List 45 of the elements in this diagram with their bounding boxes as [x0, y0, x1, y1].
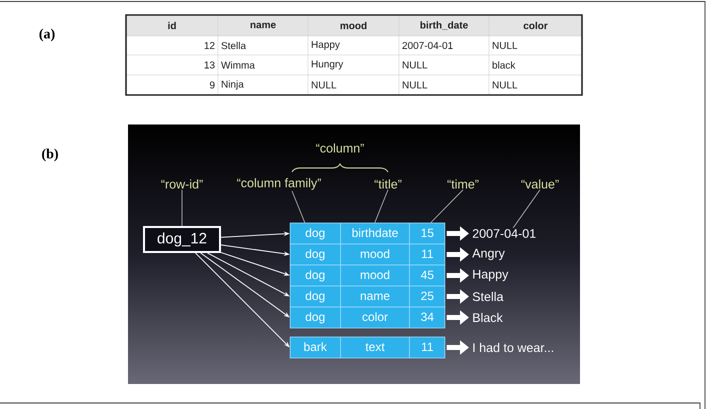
table-cell: 9: [126, 74, 218, 96]
callout-label: “column family”: [237, 178, 321, 190]
column-header: mood: [308, 14, 400, 36]
value-text: Angry: [472, 248, 505, 260]
table-cell: black: [488, 54, 582, 76]
key-box: dog_12: [143, 226, 221, 253]
value-text: I had to wear...: [473, 342, 554, 352]
table-row: dog name 25: [290, 286, 446, 308]
column-header: birth_date: [398, 14, 490, 36]
callout-label: “value”: [521, 179, 559, 189]
column-header: id: [126, 14, 218, 36]
panel-label: (b): [42, 148, 58, 162]
table-cell: Happy: [308, 36, 400, 56]
table-cell: NULL: [398, 74, 490, 96]
table-cell: Stella: [218, 36, 308, 56]
table-cell: Hungry: [308, 54, 400, 76]
table-cell: Wimma: [218, 54, 308, 76]
value-text: Stella: [472, 292, 504, 302]
table-row: dog color 34: [290, 306, 446, 328]
table-cell: 2007-04-01: [398, 36, 490, 56]
value-text: Happy: [473, 270, 508, 282]
column-header: color: [488, 14, 582, 36]
table-row: dog mood 45: [290, 264, 446, 286]
leader-line: [430, 189, 464, 223]
bracket-label: “column”: [316, 143, 364, 153]
table-row: dog birthdate 15: [290, 222, 446, 244]
table-cell: NULL: [398, 54, 490, 76]
column-header: name: [218, 14, 308, 36]
table-cell: NULL: [308, 74, 400, 96]
table-row: bark text 11: [290, 336, 446, 358]
table-cell: NULL: [488, 74, 582, 96]
table-cell: 13: [126, 54, 218, 76]
callout-label: “title”: [374, 179, 402, 189]
callout-label: “row-id”: [161, 179, 203, 189]
value-text: 2007-04-01: [472, 229, 536, 238]
leader-line: [292, 190, 306, 223]
table-cell: NULL: [488, 36, 582, 56]
leader-line: [512, 189, 540, 228]
callout-label: “time”: [448, 179, 478, 189]
table-cell: 12: [126, 36, 218, 56]
panel-label: (a): [39, 28, 55, 42]
table-row: dog mood 11: [290, 244, 446, 266]
value-text: Black: [473, 312, 503, 322]
table-cell: Ninja: [218, 74, 308, 96]
leader-line: [374, 189, 388, 223]
